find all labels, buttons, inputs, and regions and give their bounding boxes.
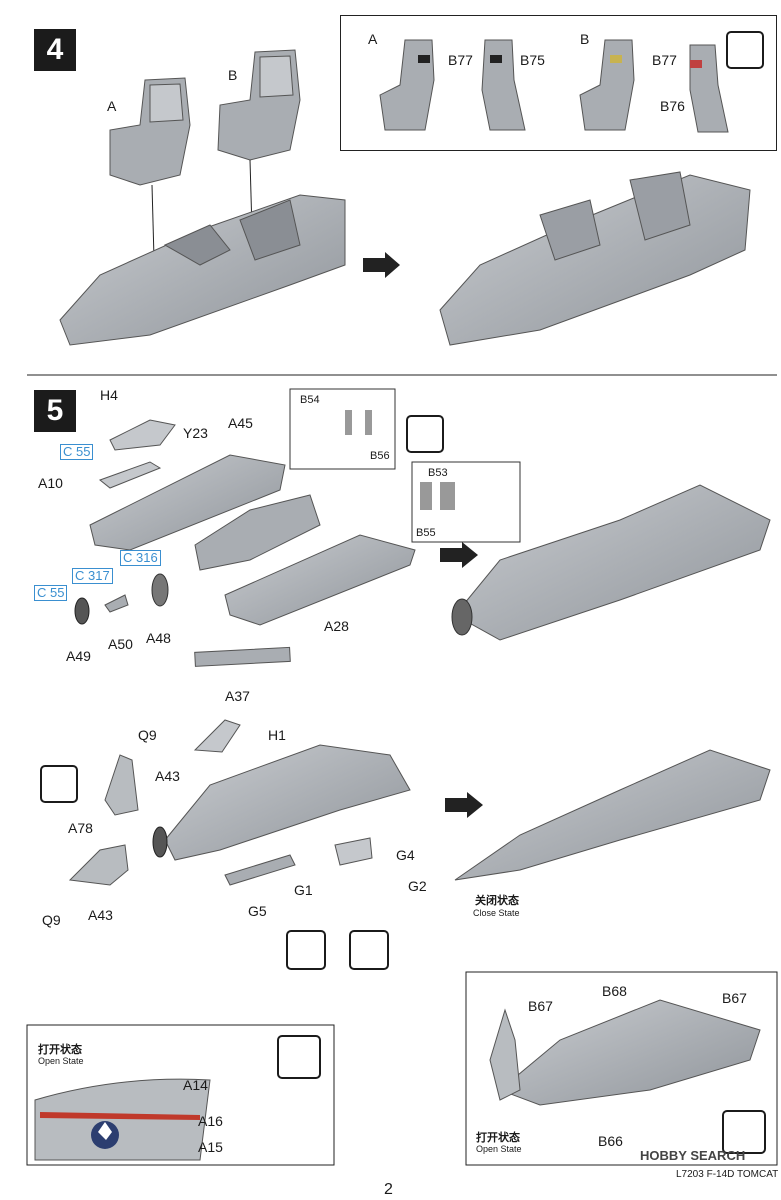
part-b54-label: B54 bbox=[300, 394, 320, 406]
two-way-arrow-icon bbox=[349, 930, 389, 970]
fuselage-half-a28 bbox=[224, 534, 416, 626]
part-b66-label: B66 bbox=[598, 1133, 623, 1149]
part-a48-label: A48 bbox=[146, 630, 171, 646]
close-state-zh: 关闭状态 bbox=[475, 894, 519, 907]
two-way-arrow-icon bbox=[40, 765, 78, 803]
cockpit-tub-right bbox=[439, 174, 751, 346]
part-a16-label: A16 bbox=[198, 1113, 223, 1129]
color-c55-label: C 55 bbox=[60, 444, 94, 460]
color-c316-label: C 316 bbox=[120, 550, 161, 566]
step4-detail-box bbox=[340, 15, 777, 151]
nose-cone-a43-top bbox=[104, 754, 139, 816]
open-state-right-drawing bbox=[499, 999, 761, 1106]
fuselage-step6 bbox=[164, 744, 411, 861]
part-g4-label: G4 bbox=[396, 847, 415, 863]
open-state-right-box bbox=[465, 971, 778, 1166]
part-b56-label: B56 bbox=[370, 450, 390, 462]
forward-fuselage-assembled bbox=[454, 484, 771, 641]
canopy-h1 bbox=[193, 719, 241, 753]
part-a50-label: A50 bbox=[108, 636, 133, 652]
page-number: 2 bbox=[384, 1181, 393, 1198]
seat-a-label: A bbox=[107, 98, 117, 114]
part-g1-label: G1 bbox=[294, 882, 313, 898]
open-state-left-drawing bbox=[34, 1078, 211, 1161]
color-c55-label: C 55 bbox=[34, 585, 68, 601]
detail-b-label: B bbox=[580, 31, 590, 47]
step5-arrow bbox=[440, 542, 478, 568]
step4-arrow bbox=[363, 252, 400, 278]
part-a45-label: A45 bbox=[228, 415, 253, 431]
part-a37 bbox=[194, 646, 291, 667]
paint-decal-icon bbox=[722, 1110, 766, 1154]
part-b67-label: B67 bbox=[722, 990, 747, 1006]
part-a14-label: A14 bbox=[183, 1077, 208, 1093]
cut-part-icon bbox=[286, 930, 326, 970]
part-b76-label: B76 bbox=[660, 98, 685, 114]
part-y23-label: Y23 bbox=[183, 425, 208, 441]
nose-cone-a43-bottom bbox=[68, 844, 129, 886]
ejection-seat-a bbox=[109, 77, 191, 186]
part-g2-label: G2 bbox=[408, 878, 427, 894]
part-g5-label: G5 bbox=[248, 903, 267, 919]
product-code: L7203 F-14D TOMCAT bbox=[676, 1169, 779, 1180]
fuselage-half-a45 bbox=[89, 454, 286, 551]
ejection-seat-b bbox=[217, 49, 301, 161]
part-h4-label: H4 bbox=[100, 387, 118, 403]
panel-a10 bbox=[98, 461, 162, 489]
part-b77-label: B77 bbox=[652, 52, 677, 68]
part-a37-label: A37 bbox=[225, 688, 250, 704]
part-a49 bbox=[74, 597, 90, 625]
paint-decal-icon bbox=[726, 31, 764, 69]
step4-number: 4 bbox=[34, 29, 76, 71]
part-a48 bbox=[151, 573, 169, 607]
open-state-left-zh: 打开状态 bbox=[38, 1043, 82, 1056]
part-a49-label: A49 bbox=[66, 648, 91, 664]
step6-arrow bbox=[445, 792, 483, 818]
part-q9-label: Q9 bbox=[42, 912, 61, 928]
part-b55-label: B55 bbox=[416, 527, 436, 539]
cockpit-tub-left bbox=[59, 194, 346, 346]
closed-state-aircraft bbox=[454, 749, 771, 881]
part-a78-label: A78 bbox=[68, 820, 93, 836]
part-a43-label: A43 bbox=[155, 768, 180, 784]
part-g4 bbox=[334, 837, 373, 866]
watermark-text: HOBBY SEARCH bbox=[640, 1148, 746, 1163]
paint-decal-icon bbox=[277, 1035, 321, 1079]
step5-number: 5 bbox=[34, 390, 76, 432]
open-state-left-en: Open State bbox=[38, 1056, 84, 1066]
part-g5 bbox=[224, 854, 296, 886]
part-a10-label: A10 bbox=[38, 475, 63, 491]
cockpit-assembly bbox=[194, 494, 321, 571]
part-b75-label: B75 bbox=[520, 52, 545, 68]
part-q9-label: Q9 bbox=[138, 727, 157, 743]
part-a28-label: A28 bbox=[324, 618, 349, 634]
detail-box-b53 bbox=[411, 461, 521, 543]
part-b77-label: B77 bbox=[448, 52, 473, 68]
open-state-right-zh: 打开状态 bbox=[476, 1131, 520, 1144]
detail-a-label: A bbox=[368, 31, 378, 47]
paint-decal-icon bbox=[406, 415, 444, 453]
part-b53-label: B53 bbox=[428, 467, 448, 479]
canopy-panel-y23 bbox=[109, 419, 176, 451]
color-c317-label: C 317 bbox=[72, 568, 113, 584]
part-h1-label: H1 bbox=[268, 727, 286, 743]
part-a43-label: A43 bbox=[88, 907, 113, 923]
seat-b-label: B bbox=[228, 67, 238, 83]
part-b68-label: B68 bbox=[602, 983, 627, 999]
part-a15-label: A15 bbox=[198, 1139, 223, 1155]
part-b67-label: B67 bbox=[528, 998, 553, 1014]
part-a50 bbox=[104, 594, 129, 613]
open-state-left-box bbox=[26, 1024, 335, 1166]
open-state-right-en: Open State bbox=[476, 1144, 522, 1154]
close-state-en: Close State bbox=[473, 908, 520, 918]
detail-box-b54 bbox=[289, 388, 396, 470]
